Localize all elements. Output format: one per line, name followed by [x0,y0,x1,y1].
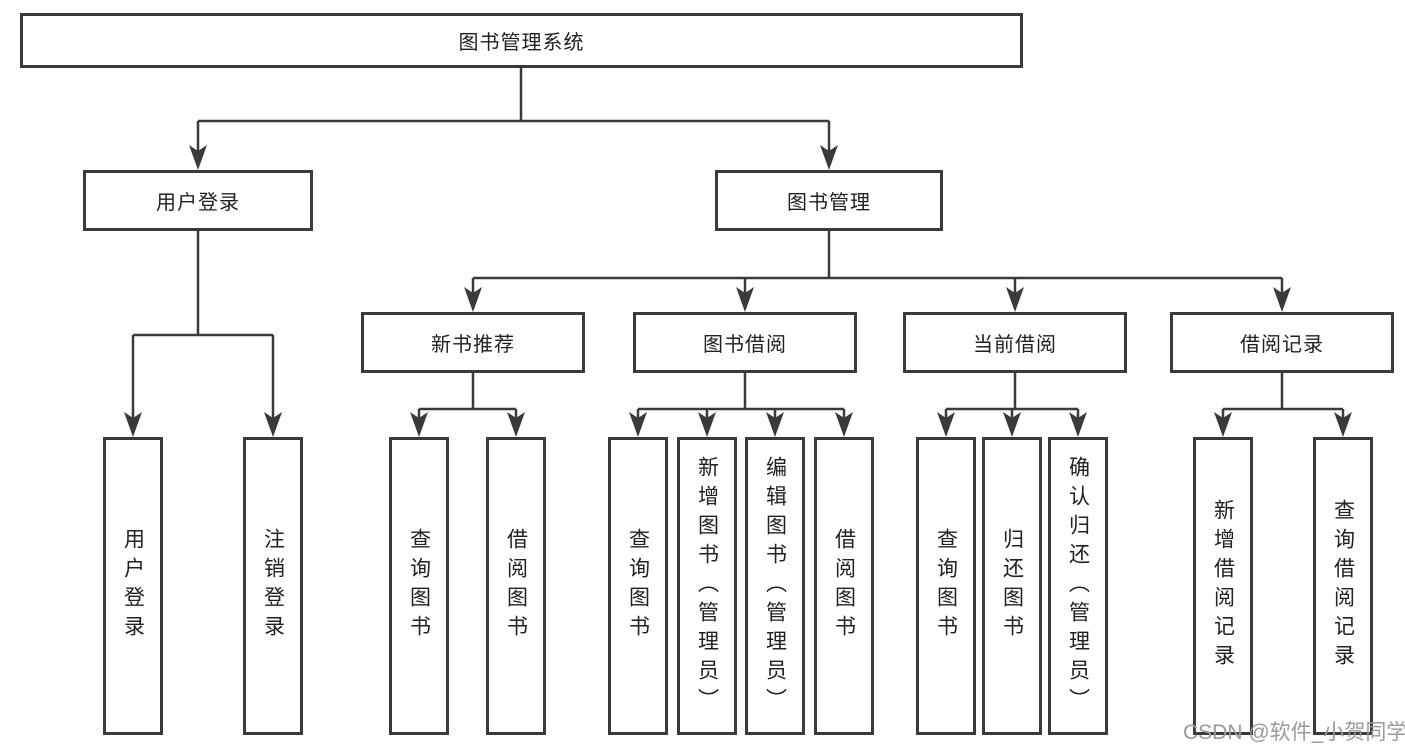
leaf-query-books-2: 查询图书 [608,437,668,735]
csdn-watermark: CSDN @软件_小贺同学 [1183,721,1405,744]
node-new-book-recommendation: 新书推荐 [361,312,585,373]
node-book-management: 图书管理 [715,170,943,231]
leaf-add-borrow-record: 新增借阅记录 [1193,437,1253,735]
leaf-borrow-books-1: 借阅图书 [486,437,546,735]
leaf-return-books: 归还图书 [982,437,1042,735]
leaf-edit-books-admin: 编辑图书（管理员） [745,437,805,735]
leaf-query-borrow-record: 查询借阅记录 [1313,437,1373,735]
leaf-borrow-books-2: 借阅图书 [814,437,874,735]
leaf-query-books-1: 查询图书 [389,437,449,735]
leaf-add-books-admin: 新增图书（管理员） [677,437,737,735]
node-user-login: 用户登录 [83,170,313,231]
leaf-user-login: 用户登录 [103,437,163,735]
leaf-logout: 注销登录 [243,437,303,735]
leaf-query-books-3: 查询图书 [916,437,976,735]
node-current-borrowing: 当前借阅 [903,312,1127,373]
node-library-management-system: 图书管理系统 [20,13,1023,68]
node-borrowing-records: 借阅记录 [1170,312,1394,373]
node-book-borrowing: 图书借阅 [633,312,857,373]
leaf-confirm-return-admin: 确认归还（管理员） [1048,437,1108,735]
